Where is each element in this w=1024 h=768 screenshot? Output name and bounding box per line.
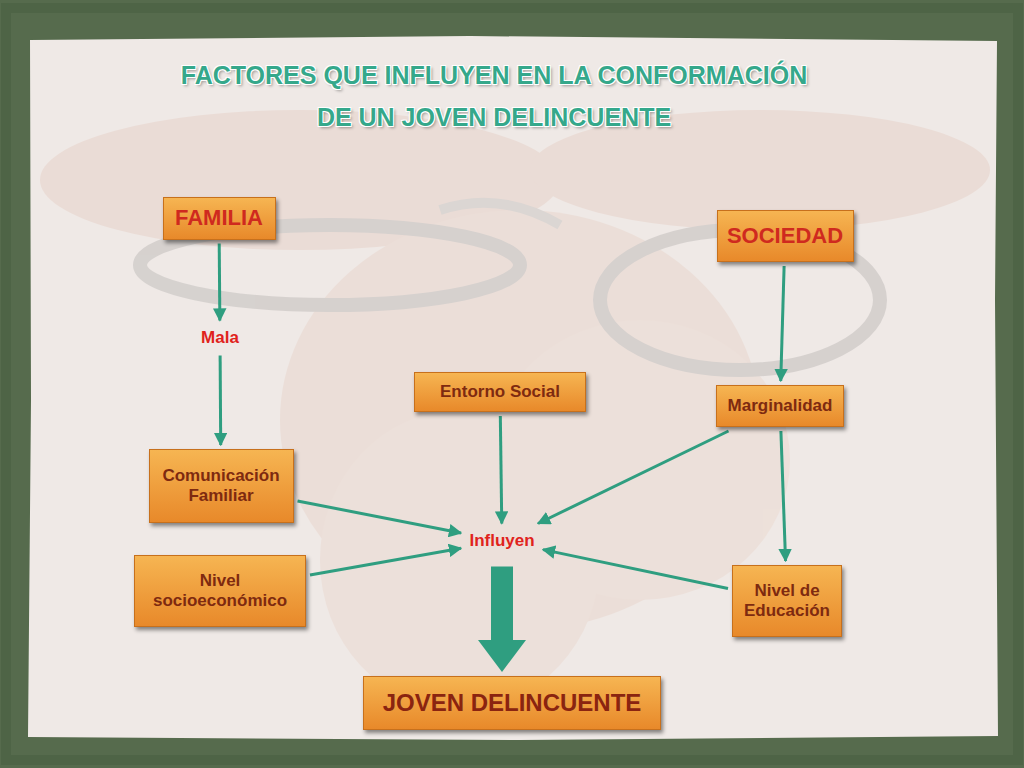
- factor-box: Entorno Social: [414, 372, 586, 412]
- slide-panel: [28, 36, 998, 740]
- arrow-connector: [538, 431, 728, 524]
- hand: [490, 320, 790, 600]
- arrow-connector: [298, 501, 462, 533]
- node-text: Influyen: [469, 531, 534, 551]
- node-text: Nivel socioeconómico: [145, 571, 295, 612]
- block-arrow: [478, 567, 526, 673]
- arrow-connector: [543, 550, 728, 589]
- factor-box: Nivel de Educación: [732, 565, 842, 637]
- node-text: FAMILIA: [175, 205, 263, 231]
- factor-box: Marginalidad: [716, 385, 844, 427]
- factor-box: Nivel socioeconómico: [134, 555, 306, 627]
- hub-text: Influyen: [467, 530, 537, 553]
- arrow-connector: [781, 266, 784, 381]
- frame-texture: [6, 8, 1018, 760]
- qualifier-text: Mala: [199, 327, 241, 350]
- chain: [440, 203, 560, 225]
- arrow-connector: [310, 548, 461, 575]
- result-box: JOVEN DELINCUENTE: [363, 676, 661, 730]
- node-text: JOVEN DELINCUENTE: [383, 689, 642, 718]
- arrow-connector: [500, 416, 501, 524]
- node-text: Mala: [201, 328, 239, 348]
- category-box: FAMILIA: [163, 197, 276, 240]
- node-text: Nivel de Educación: [742, 581, 832, 622]
- category-box: SOCIEDAD: [717, 210, 854, 262]
- node-text: Comunicación Familiar: [159, 466, 284, 507]
- factor-box: Comunicación Familiar: [149, 449, 294, 523]
- arrow-connector: [781, 431, 786, 561]
- node-text: Marginalidad: [728, 396, 833, 416]
- handcuffs-photo: [40, 110, 990, 710]
- node-text: SOCIEDAD: [727, 223, 843, 249]
- node-text: Entorno Social: [440, 382, 560, 402]
- arrow-connector: [219, 356, 223, 446]
- arrow-connector: [218, 244, 222, 321]
- diagram-title: FACTORES QUE INFLUYEN EN LA CONFORMACIÓN…: [169, 54, 819, 138]
